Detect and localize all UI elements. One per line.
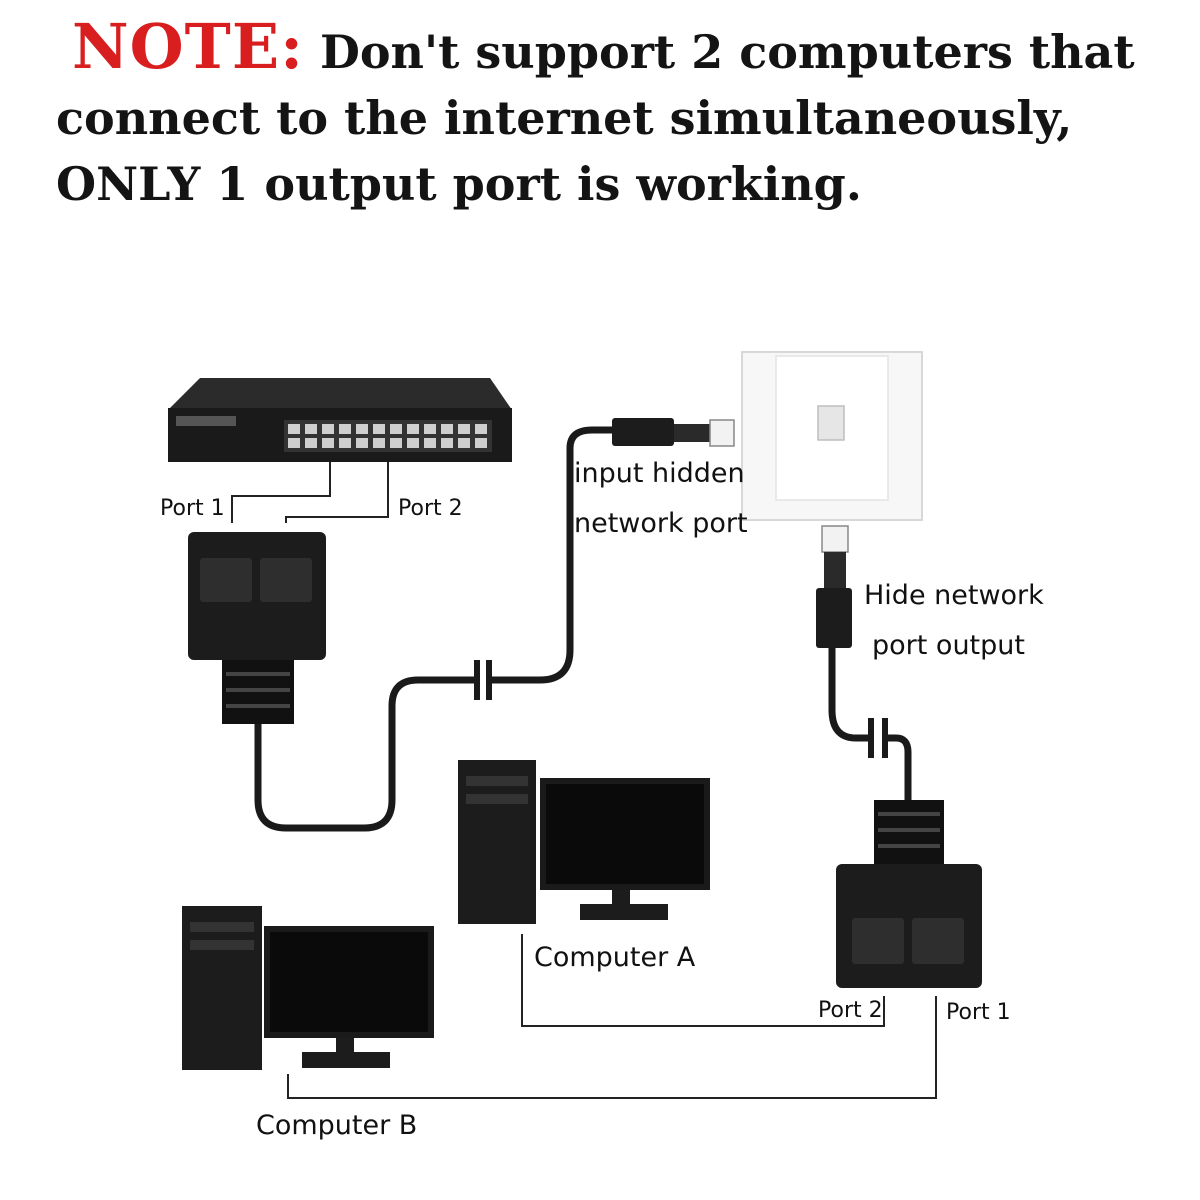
switch-port-grid	[288, 424, 487, 448]
cable-break-right	[486, 660, 492, 700]
note-line-2: connect to the internet simultaneously,	[56, 91, 1073, 145]
right-splitter	[836, 800, 982, 988]
left-splitter	[188, 532, 326, 724]
input-rj45-plug	[612, 418, 735, 447]
input-port-label-2: network port	[574, 508, 748, 539]
computer-a	[458, 760, 710, 924]
note-banner: NOTE: Don't support 2 computers that con…	[56, 14, 1176, 217]
note-line-3: ONLY 1 output port is working.	[56, 157, 862, 211]
output-rj45-plug	[816, 525, 852, 648]
cable-break-left	[474, 660, 480, 700]
wall-plate	[741, 351, 923, 521]
computer-b	[182, 906, 434, 1070]
switch-port1-line	[231, 462, 331, 523]
note-line-1: NOTE: Don't support 2 computers that	[56, 14, 1176, 85]
note-lead: NOTE:	[72, 10, 304, 83]
splitter-port2-label: Port 2	[818, 998, 883, 1023]
input-port-label-1: input hidden	[574, 458, 745, 489]
output-port-label-1: Hide network	[864, 580, 1044, 611]
computer-b-line	[287, 996, 937, 1099]
output-port-label-2: port output	[872, 630, 1025, 661]
input-cable	[254, 676, 474, 832]
splitter-port1-label: Port 1	[946, 1000, 1011, 1025]
computer-a-label: Computer A	[534, 942, 696, 973]
note-text-1: Don't support 2 computers that	[319, 25, 1135, 79]
output-cable	[828, 648, 868, 742]
computer-b-label: Computer B	[256, 1110, 418, 1141]
switch-port2-label: Port 2	[398, 496, 463, 521]
switch-port2-line	[285, 462, 389, 523]
computer-a-line	[521, 934, 885, 1027]
switch-port1-label: Port 1	[160, 496, 225, 521]
network-switch	[168, 378, 512, 462]
